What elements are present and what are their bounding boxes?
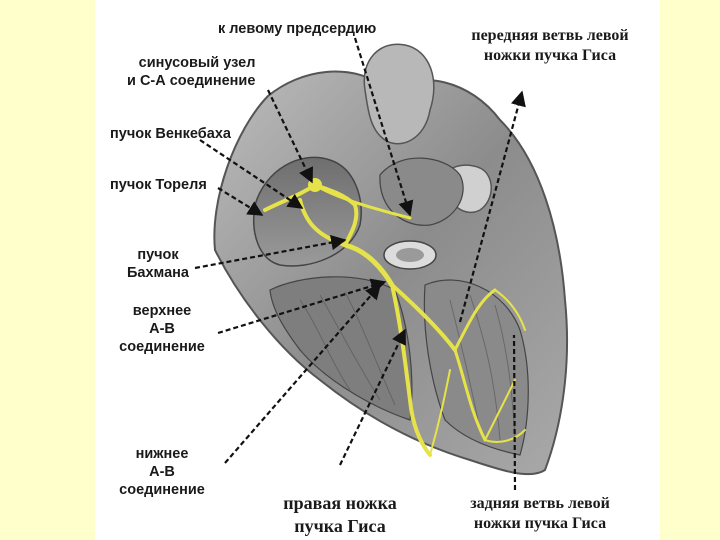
label-left-posterior: задняя ветвь левой ножки пучка Гиса (440, 494, 640, 534)
label-upper-av: верхнее А-В соединение (108, 302, 216, 356)
leader-left-atrium (353, 37, 414, 217)
label-upper-av-line1: верхнее (132, 303, 192, 319)
label-upper-av-line3: соединение (119, 339, 205, 355)
valve-inner (396, 248, 424, 262)
label-left-anterior-line1: передняя ветвь левой (471, 27, 629, 44)
label-wenckebach: пучок Венкебаха (110, 126, 231, 142)
label-sinus-node: синусовый узел и С-А соединение (127, 54, 255, 90)
left-ventricle (423, 279, 529, 456)
label-left-anterior-line2: ножки пучка Гиса (483, 47, 617, 64)
label-lower-av: нижнее А-В соединение (108, 445, 216, 499)
label-right-bundle-line1: правая ножка (283, 493, 397, 513)
label-left-posterior-line2: ножки пучка Гиса (473, 515, 607, 532)
leader-left-posterior (512, 334, 517, 491)
label-bachmann-line2: Бахмана (127, 265, 189, 281)
label-bachmann-line1: пучок (137, 247, 179, 263)
label-left-atrium: к левому предсердию (218, 21, 377, 37)
label-left-posterior-line1: задняя ветвь левой (470, 495, 610, 512)
label-sinus-node-line1: синусовый узел (138, 55, 256, 71)
label-bachmann: пучок Бахмана (118, 246, 198, 282)
label-right-bundle-line2: пучка Гиса (294, 516, 386, 536)
leader-bachmann (194, 234, 347, 270)
leader-lines (194, 37, 526, 491)
leader-sinus-node (267, 89, 313, 184)
label-right-bundle: правая ножка пучка Гиса (265, 492, 415, 538)
label-left-anterior: передняя ветвь левой ножки пучка Гиса (448, 26, 652, 66)
leader-right-bundle (339, 328, 406, 466)
label-lower-av-line3: соединение (119, 482, 205, 498)
label-lower-av-line2: А-В (149, 464, 175, 480)
leader-thorel (217, 187, 264, 216)
aorta (363, 43, 435, 145)
label-thorel: пучок Тореля (110, 177, 207, 193)
leader-wenckebach (199, 139, 304, 209)
label-upper-av-line2: А-В (149, 321, 175, 337)
leader-upper-av (217, 278, 387, 335)
label-lower-av-line1: нижнее (135, 446, 189, 462)
leader-lower-av (224, 283, 382, 464)
label-sinus-node-line2: и С-А соединение (127, 73, 256, 89)
